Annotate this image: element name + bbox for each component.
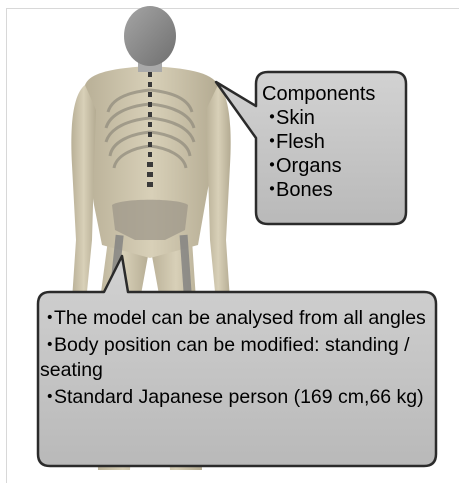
feature-item: ・Body position can be modified: standing… — [40, 333, 426, 383]
pelvis — [112, 200, 188, 240]
components-item: ・Bones — [262, 178, 412, 202]
components-title: Components — [262, 82, 412, 106]
features-callout-text: ・The model can be analysed from all angl… — [40, 306, 426, 412]
head-model — [124, 6, 176, 66]
feature-item: ・Standard Japanese person (169 cm,66 kg) — [40, 385, 426, 410]
components-item: ・Skin — [262, 106, 412, 130]
components-item: ・Flesh — [262, 130, 412, 154]
components-callout-text: Components ・Skin ・Flesh ・Organs ・Bones — [262, 82, 412, 202]
components-item: ・Organs — [262, 154, 412, 178]
feature-item: ・The model can be analysed from all angl… — [40, 306, 426, 331]
